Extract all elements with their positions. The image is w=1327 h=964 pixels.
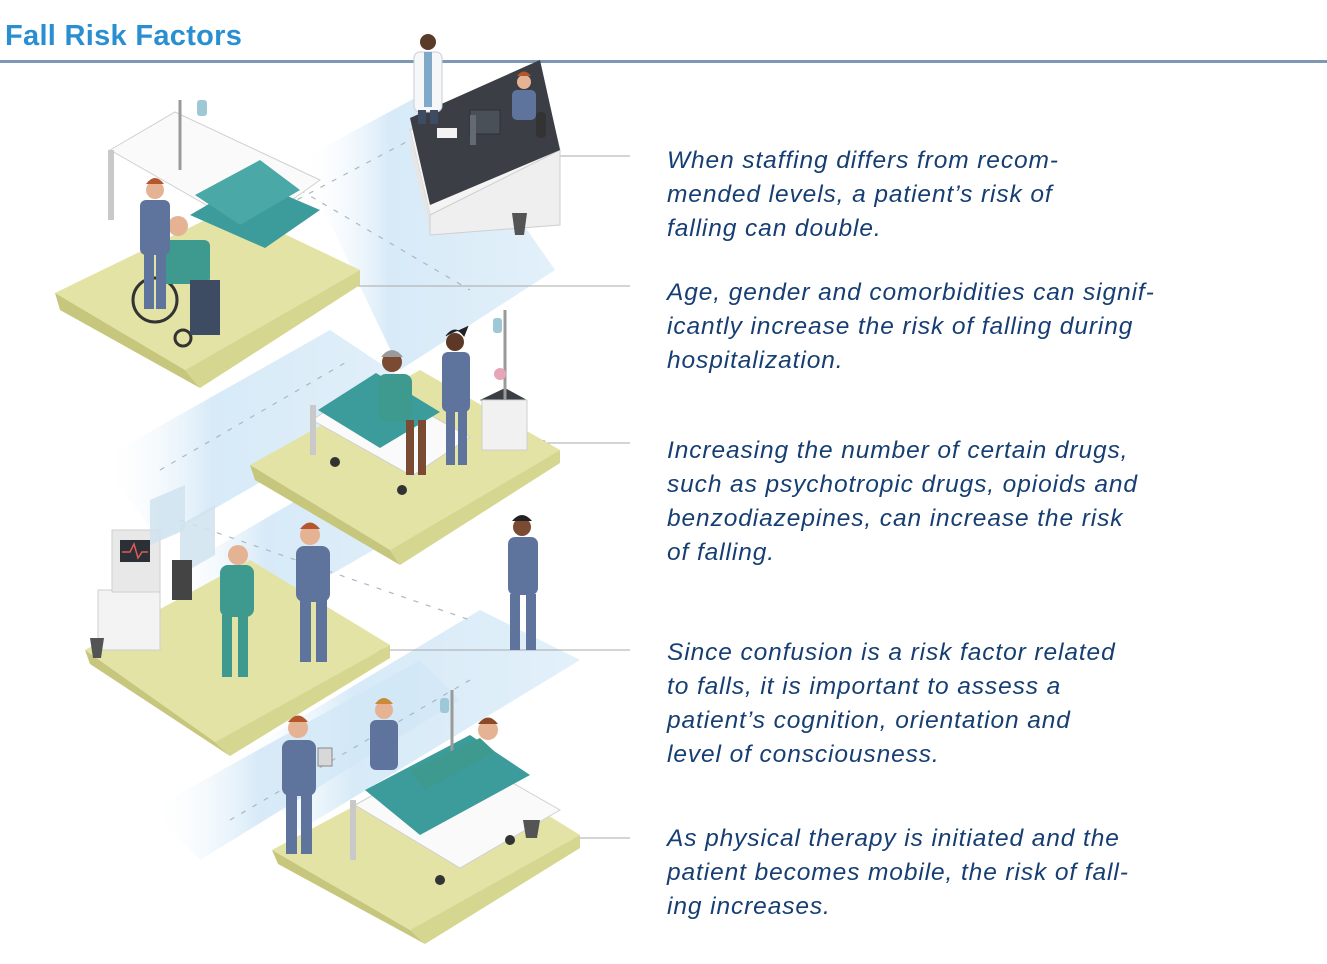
physical-therapy-scene xyxy=(272,690,580,944)
page-title: Fall Risk Factors xyxy=(5,20,243,52)
seated-nurse-figure xyxy=(512,71,546,138)
callout-staffing: When staffing differs from recom- mended… xyxy=(667,147,1059,242)
nurses-station-scene xyxy=(409,34,561,236)
callout-drugs: Increasing the number of certain drugs, … xyxy=(667,437,1138,566)
walkway-arrows xyxy=(159,139,471,821)
wheelchair-room-scene xyxy=(55,100,360,388)
title-divider xyxy=(0,60,1327,63)
callout-physical-therapy: As physical therapy is initiated and the… xyxy=(667,825,1129,920)
callout-age-gender: Age, gender and comorbidities can signif… xyxy=(667,279,1155,374)
exam-room-scene xyxy=(85,485,538,756)
doctor-figure xyxy=(413,34,443,124)
callout-confusion: Since confusion is a risk factor related… xyxy=(667,639,1116,768)
bedside-assist-scene xyxy=(250,310,560,565)
leader-lines xyxy=(343,155,630,839)
